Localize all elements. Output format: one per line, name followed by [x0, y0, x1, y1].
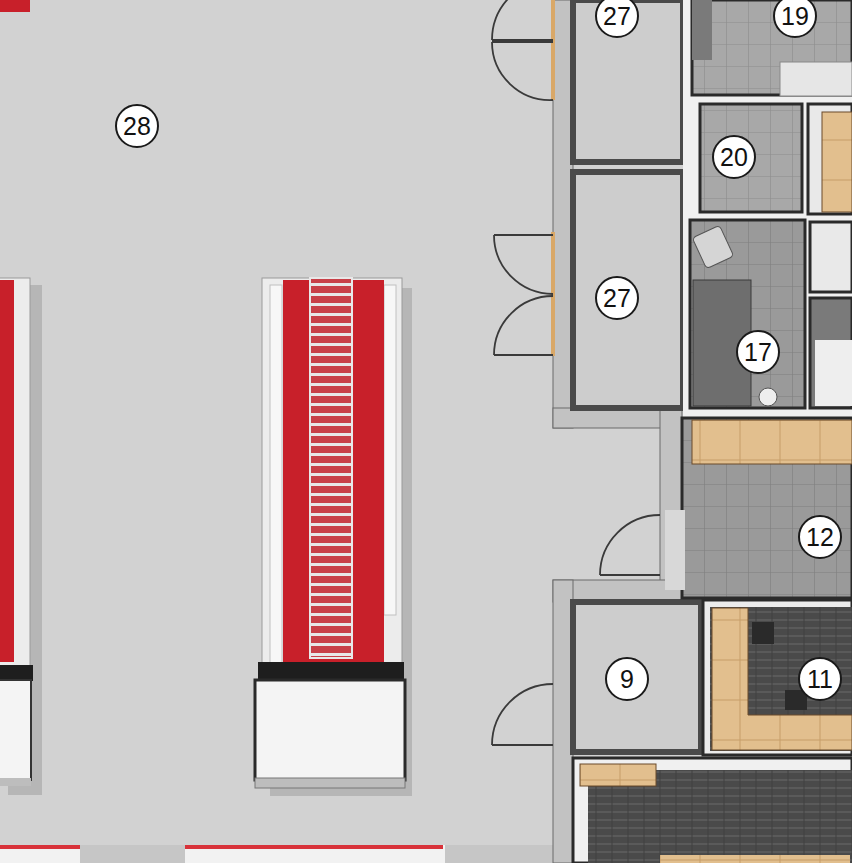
bay-door-post: [80, 845, 185, 863]
fixture: [759, 388, 777, 406]
door-frame: [551, 0, 555, 100]
wall-block: [683, 0, 852, 420]
storage-room: [573, 172, 683, 408]
callout-number: 27: [595, 0, 639, 38]
storage-room: [573, 602, 701, 752]
bunk-room-floor: [690, 220, 805, 408]
callout-number: 12: [798, 515, 842, 559]
bay-wall: [445, 845, 560, 863]
bay-door-mark: [0, 845, 80, 849]
counter: [692, 420, 852, 464]
bay-floor: [0, 0, 560, 863]
doorway: [665, 510, 685, 590]
chair: [752, 622, 774, 644]
restroom-floor: [700, 104, 802, 212]
desk: [580, 764, 656, 786]
callout-number: 17: [736, 330, 780, 374]
bench: [822, 112, 852, 212]
callout-number: 11: [798, 657, 842, 701]
desk: [660, 855, 850, 863]
fire-truck: [0, 278, 42, 795]
door-swing: [492, 0, 660, 745]
day-room-floor: [682, 418, 852, 598]
bay-door-mark: [185, 845, 443, 849]
truck-edge: [0, 0, 30, 12]
office-wall: [703, 600, 852, 755]
room: [810, 298, 852, 408]
room: [810, 222, 852, 292]
cabinet: [692, 0, 712, 60]
counter: [780, 62, 852, 96]
callout-number: 27: [595, 276, 639, 320]
callout-number: 19: [773, 0, 817, 38]
fire-truck: [255, 278, 412, 796]
room: [808, 104, 852, 214]
bay-door: [0, 845, 445, 863]
room-wall: [573, 758, 852, 863]
desk: [712, 608, 852, 750]
callout-number: 20: [712, 135, 756, 179]
kitchen-floor: [692, 0, 852, 95]
callout-number: 9: [605, 657, 649, 701]
fixture: [815, 340, 852, 406]
chair: [692, 225, 734, 268]
office-floor: [710, 607, 852, 751]
callout-number: 28: [115, 104, 159, 148]
